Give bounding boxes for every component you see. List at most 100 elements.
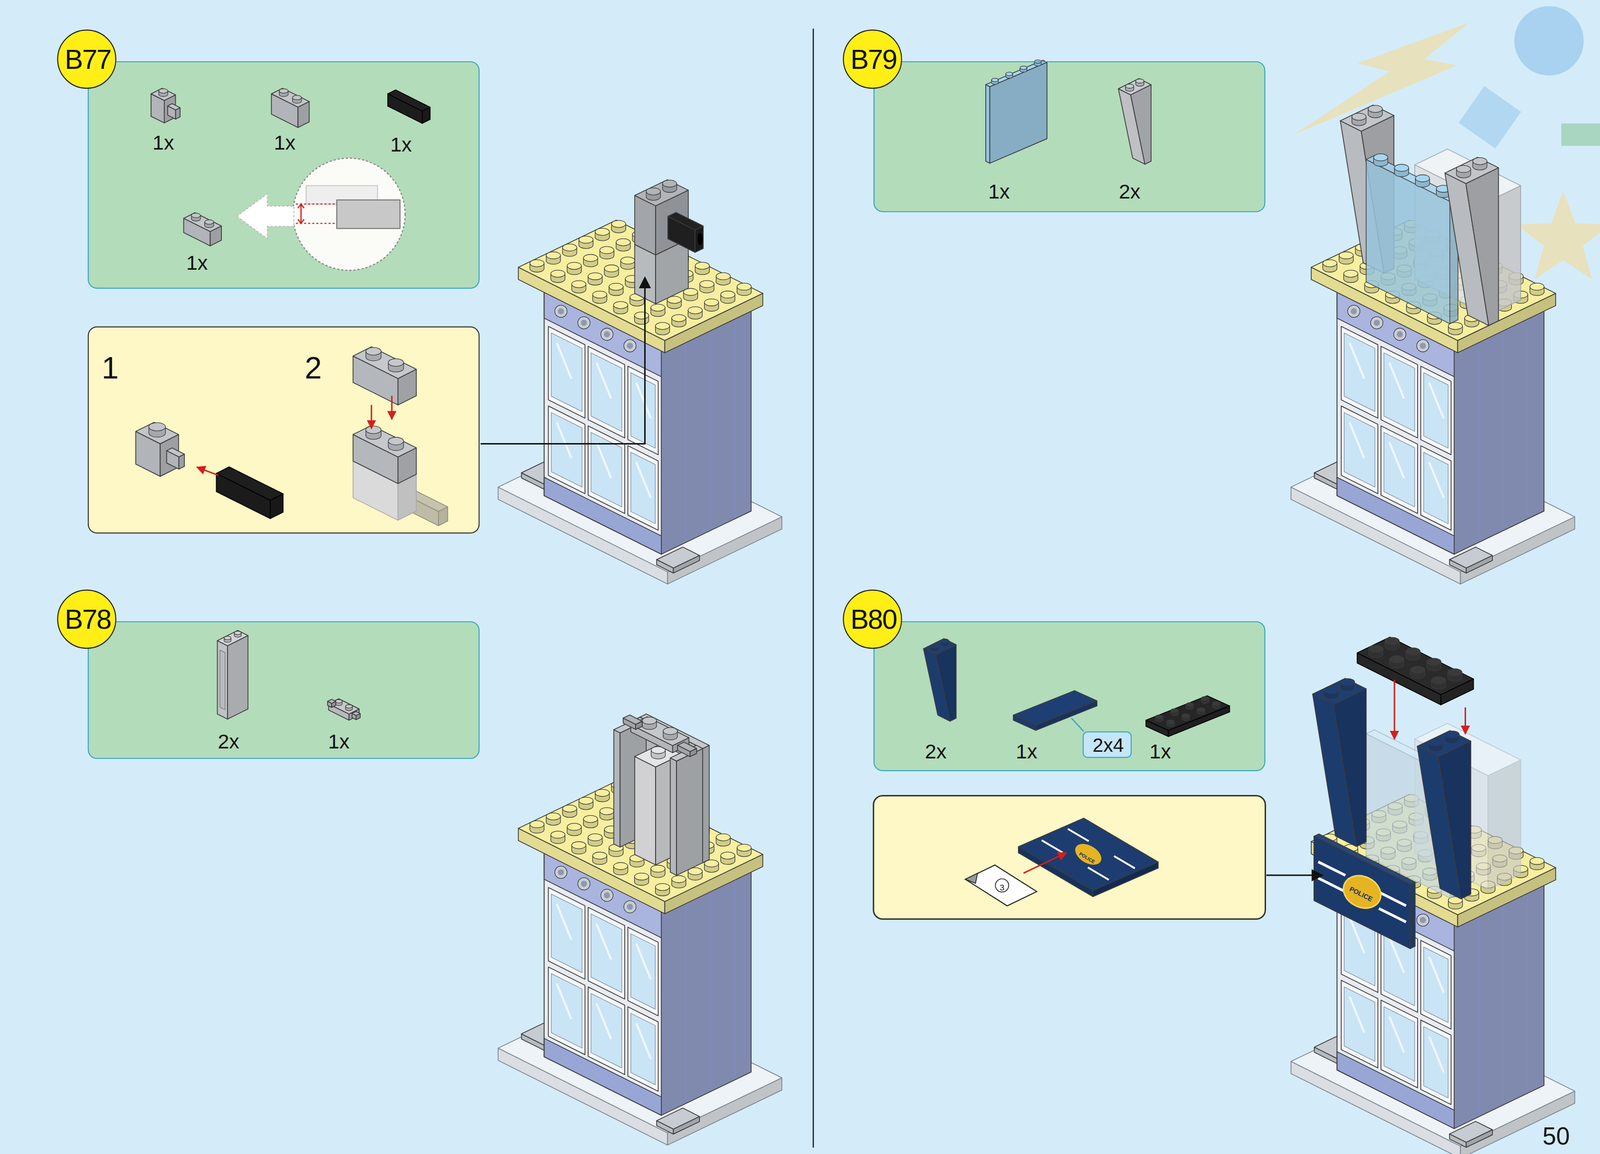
drawing-shape [634, 312, 649, 320]
drawing-shape [345, 704, 353, 709]
stud [388, 437, 404, 451]
stud [613, 862, 629, 876]
stud [583, 254, 598, 267]
brick-face [664, 293, 763, 353]
brick-face [590, 993, 622, 1069]
drawing-shape [600, 328, 614, 341]
pointer-arrow [1393, 680, 1396, 740]
text-holder: 1x [327, 731, 350, 753]
drawing-shape [1197, 707, 1205, 712]
brick-face [1018, 818, 1159, 892]
brick-face [1487, 760, 1521, 891]
drawing-shape [662, 180, 677, 188]
drawing-shape [1155, 714, 1163, 719]
drawing-shape [650, 304, 666, 312]
brick-face [1357, 637, 1474, 696]
brick-face [1420, 1020, 1452, 1105]
step-number-text: B77 [64, 46, 111, 75]
drawing-shape [636, 462, 651, 499]
stud [662, 180, 677, 193]
drawing-shape [567, 823, 582, 831]
brick-face [1343, 987, 1375, 1062]
brick [387, 89, 430, 124]
drawing-shape [603, 331, 610, 338]
brick-face [551, 894, 583, 974]
brick-face [352, 711, 361, 716]
drawing-shape [583, 254, 598, 262]
brick-face [1383, 1007, 1415, 1082]
drawing-shape [557, 869, 564, 876]
drawing-shape [588, 834, 603, 842]
panel-fill [873, 621, 1266, 772]
drawing-shape [1415, 174, 1430, 182]
stud [650, 865, 666, 878]
drawing-shape [695, 262, 710, 270]
drawing-shape [636, 943, 651, 981]
drawing-shape [579, 797, 594, 805]
size-callout: 2x4 [1082, 731, 1132, 759]
stud [562, 244, 577, 257]
drawing-shape [603, 892, 610, 899]
stud [687, 306, 703, 320]
drawing-shape [1318, 862, 1346, 877]
stud [704, 860, 719, 873]
drawing-shape [279, 88, 289, 94]
stud [592, 291, 608, 304]
drawing-shape [1323, 686, 1339, 694]
callout-pointer [1071, 718, 1084, 732]
drawing-shape [1349, 342, 1365, 380]
stud [1170, 708, 1179, 716]
drawing-shape [1201, 696, 1210, 701]
drawing-shape [1389, 442, 1405, 479]
drawing-shape [1416, 914, 1429, 927]
drawing-shape [734, 874, 736, 1079]
white-arrow [236, 193, 294, 239]
text-holder: B79 [850, 46, 897, 75]
brick-face [623, 714, 643, 725]
drawing-shape [148, 422, 166, 432]
drawing-shape [1125, 84, 1134, 89]
stud [546, 813, 561, 826]
drawing-shape [158, 88, 168, 94]
drawing-shape [600, 246, 615, 254]
stud [736, 283, 752, 296]
slope-brick [1417, 730, 1471, 899]
stud [613, 301, 629, 315]
brick-face [1420, 940, 1452, 1030]
drawing-shape [365, 426, 381, 434]
drawing-shape [1502, 324, 1504, 530]
drawing-shape [627, 904, 634, 911]
drawing-shape [720, 291, 735, 299]
drawing-shape [596, 442, 612, 479]
brick-face [630, 452, 656, 524]
stud [1431, 676, 1446, 690]
drawing-shape [650, 865, 666, 873]
drawing-shape [546, 251, 561, 259]
drawing-shape [592, 852, 608, 860]
drawing-shape [300, 205, 302, 223]
drawing-shape [556, 904, 572, 941]
stud [930, 644, 940, 652]
stud [1125, 84, 1134, 92]
drawing-shape [580, 319, 588, 326]
drawing-shape [627, 342, 634, 350]
brick-face [677, 742, 697, 753]
brick-face [667, 212, 704, 230]
drawing-shape [699, 280, 715, 288]
brick [352, 346, 417, 405]
brick-face [548, 887, 585, 980]
stud [611, 220, 626, 233]
stud [546, 251, 561, 265]
stud [1456, 165, 1471, 178]
drawing-shape [1419, 342, 1427, 350]
drawing-shape [592, 291, 608, 299]
text-holder: 1x [274, 132, 296, 154]
drawing-shape [335, 699, 343, 704]
drawing-shape [234, 631, 242, 635]
drawing-shape [1212, 701, 1220, 706]
brick-face [1423, 372, 1449, 449]
drawing-shape [1472, 157, 1487, 165]
drawing-shape [697, 233, 703, 246]
stud [595, 228, 610, 241]
stud [940, 639, 950, 647]
